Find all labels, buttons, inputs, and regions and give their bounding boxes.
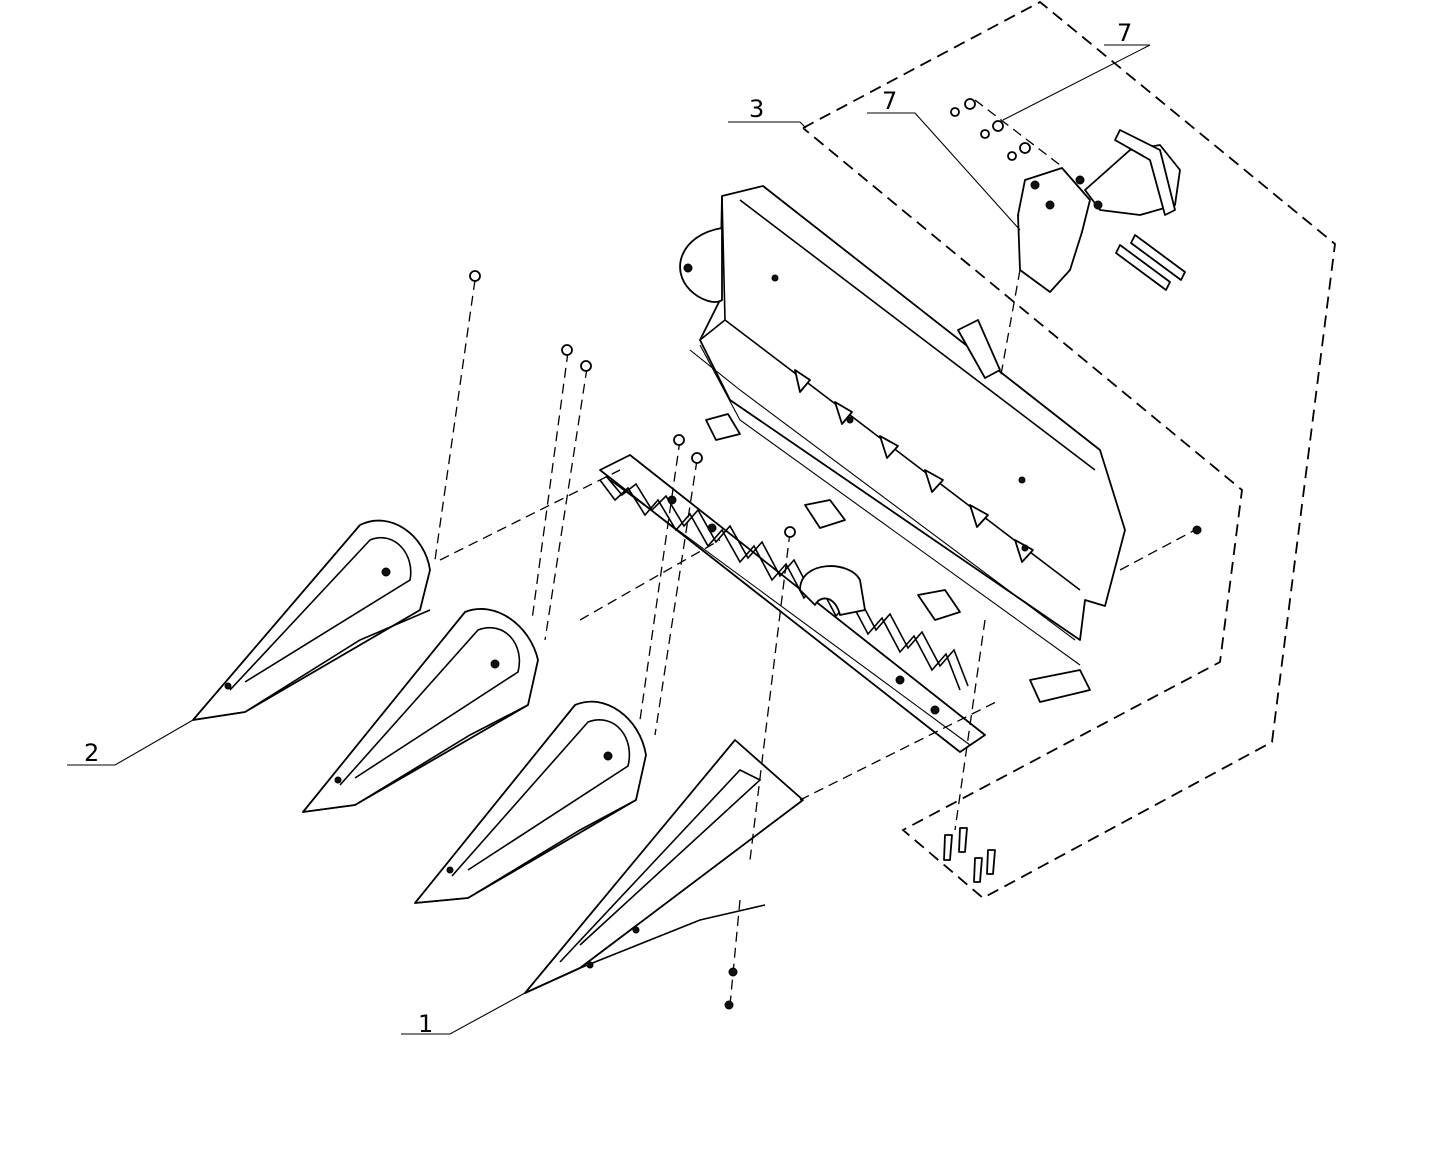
callout-label-2: 2: [84, 739, 99, 767]
crop-divider-2: [302, 608, 539, 813]
header-main-body: [679, 185, 1126, 703]
callout-label-7-upper: 7: [1117, 19, 1132, 47]
crop-divider-4: [524, 739, 804, 994]
crop-divider-1: [192, 519, 431, 721]
callout-label-1: 1: [418, 1010, 433, 1038]
crop-divider-3: [414, 700, 647, 904]
gearbox-assembly: [950, 98, 1186, 381]
cutter-bar: [599, 454, 986, 753]
callout-label-7-lower: 7: [882, 87, 897, 115]
assembly-group-boundary: [802, 0, 1336, 900]
callout-leaders: [67, 44, 1151, 1035]
callout-label-3: 3: [749, 95, 764, 123]
assembly-lines: [434, 279, 1196, 1006]
knife-sections: [599, 475, 969, 691]
fasteners: [469, 270, 1202, 1010]
